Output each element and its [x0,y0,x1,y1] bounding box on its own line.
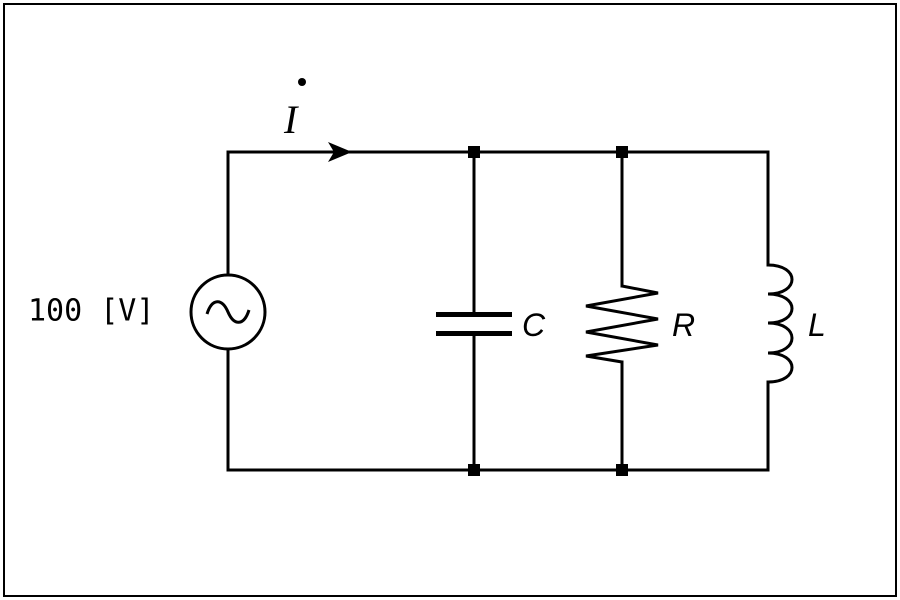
current-arrow-icon [328,142,352,162]
resistor: R [585,284,695,364]
inductor: L [767,263,826,384]
ac-source [189,273,267,351]
current-label: I [283,97,299,142]
junction-nodes [468,146,628,476]
outer-frame [3,3,897,597]
node-res-top [616,146,628,158]
resistor-label: R [672,307,695,343]
node-cap-top [468,146,480,158]
source-label: 100 [V] [28,294,154,329]
inductor-label: L [808,307,826,343]
capacitor-label: C [522,307,546,343]
capacitor-plate-bottom [436,331,512,336]
node-res-bottom [616,464,628,476]
current-indicator: I [283,78,352,162]
wires [226,150,770,472]
node-cap-bottom [468,464,480,476]
capacitor: C [436,307,546,343]
resistor-zigzag [585,284,659,364]
sine-wave-icon [205,300,251,324]
inductor-coil [767,263,794,384]
phasor-dot [298,78,306,86]
capacitor-plate-top [436,312,512,317]
